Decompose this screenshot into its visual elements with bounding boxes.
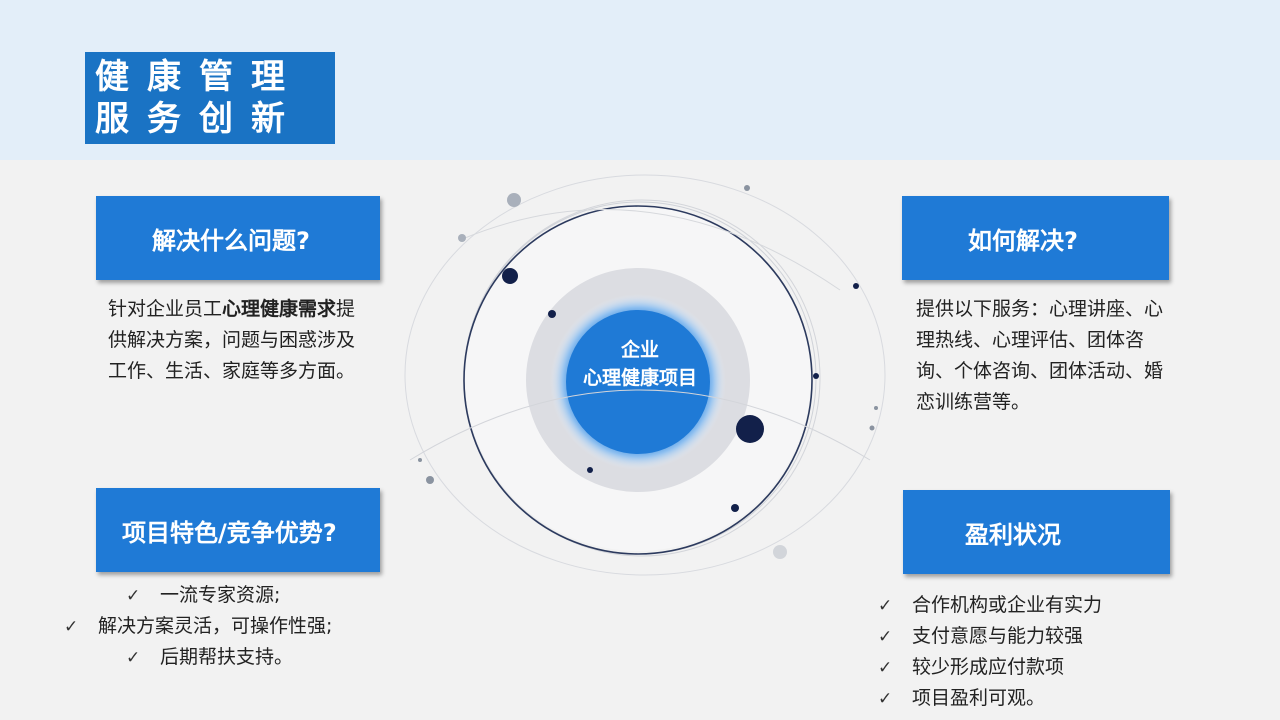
dot <box>744 185 750 191</box>
list-item-label: 较少形成应付款项 <box>912 656 1065 678</box>
dot <box>874 406 878 410</box>
title-line-1: 健康管理 <box>95 57 303 97</box>
dot <box>587 467 593 473</box>
check-icon: ✓ <box>126 648 141 668</box>
list-item: ✓ 后期帮扶支持。 <box>64 642 332 673</box>
profit-header-label: 盈利状况 <box>965 520 1061 549</box>
center-label-line-1: 企业 <box>620 339 659 361</box>
dot <box>869 425 875 431</box>
check-icon: ✓ <box>878 689 893 709</box>
dot <box>813 373 819 379</box>
dot <box>731 504 739 512</box>
orbit-dark <box>463 205 813 555</box>
dot <box>548 310 556 318</box>
dot <box>426 476 434 484</box>
problem-header-label: 解决什么问题? <box>152 226 310 255</box>
dot <box>418 458 422 462</box>
features-header: 项目特色/竞争优势? <box>96 488 380 572</box>
list-item-label: 一流专家资源; <box>160 584 281 606</box>
list-item: ✓ 合作机构或企业有实力 <box>878 590 1102 621</box>
features-list: ✓ 一流专家资源; ✓ 解决方案灵活，可操作性强; ✓ 后期帮扶支持。 <box>64 580 332 673</box>
list-item-label: 合作机构或企业有实力 <box>912 594 1103 616</box>
solution-header-label: 如何解决? <box>968 226 1078 255</box>
problem-text-bold: 心理健康需求 <box>222 298 337 320</box>
orbit-outer <box>404 174 886 576</box>
problem-header: 解决什么问题? <box>96 196 380 280</box>
check-icon: ✓ <box>878 596 893 616</box>
arc-swoosh-2 <box>459 209 841 291</box>
problem-text-post: 提供解决方案，问题与困惑涉及工作、生活、家庭等多方面。 <box>108 298 356 382</box>
dot <box>458 234 466 242</box>
core-circle <box>566 310 710 454</box>
dot <box>773 545 787 559</box>
center-label-line-2: 心理健康项目 <box>582 367 697 389</box>
title-line-2: 服务创新 <box>95 99 303 139</box>
list-item-label: 支付意愿与能力较强 <box>912 625 1084 647</box>
dot <box>736 415 764 443</box>
list-item: ✓ 支付意愿与能力较强 <box>878 621 1102 652</box>
dot <box>853 283 859 289</box>
check-icon: ✓ <box>64 617 79 637</box>
list-item: ✓ 较少形成应付款项 <box>878 652 1102 683</box>
list-item-label: 后期帮扶支持。 <box>160 646 294 668</box>
list-item: ✓ 一流专家资源; <box>64 580 332 611</box>
dot <box>507 193 521 207</box>
list-item: ✓ 项目盈利可观。 <box>878 683 1102 714</box>
list-item-label: 项目盈利可观。 <box>912 687 1046 709</box>
solution-header: 如何解决? <box>902 196 1169 280</box>
arc-swoosh-1 <box>409 389 871 461</box>
page-title: 健康管理 服务创新 <box>85 52 335 144</box>
check-icon: ✓ <box>878 658 893 678</box>
check-icon: ✓ <box>878 627 893 647</box>
center-graphic <box>404 174 886 576</box>
list-item: ✓ 解决方案灵活，可操作性强; <box>64 611 332 642</box>
problem-text: 针对企业员工心理健康需求提供解决方案，问题与困惑涉及工作、生活、家庭等多方面。 <box>108 294 368 387</box>
profit-list: ✓ 合作机构或企业有实力 ✓ 支付意愿与能力较强 ✓ 较少形成应付款项 ✓ 项目盈利可观… <box>878 590 1102 714</box>
features-header-label: 项目特色/竞争优势? <box>122 518 337 547</box>
list-item-label: 解决方案灵活，可操作性强; <box>98 615 333 637</box>
solution-text: 提供以下服务：心理讲座、心理热线、心理评估、团体咨询、个体咨询、团体活动、婚恋训… <box>916 298 1164 413</box>
profit-header: 盈利状况 <box>903 490 1170 574</box>
problem-text-pre: 针对企业员工 <box>108 298 223 320</box>
dot <box>502 268 518 284</box>
center-label: 企业 心理健康项目 <box>555 336 725 392</box>
check-icon: ✓ <box>126 586 141 606</box>
